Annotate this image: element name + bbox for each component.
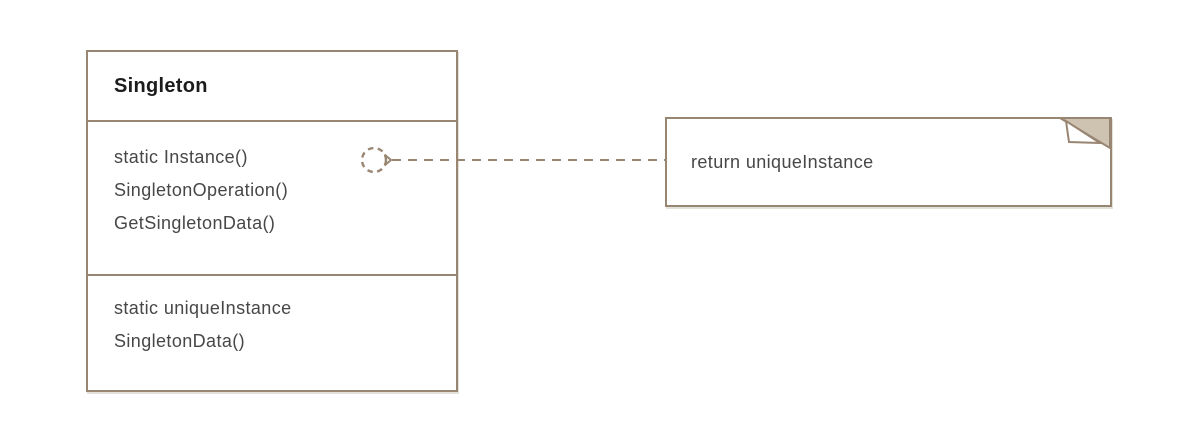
method-item: GetSingletonData() [114,213,276,233]
uml-note-box: return uniqueInstance [665,117,1112,207]
class-attributes-compartment: static uniqueInstance SingletonData() [88,276,456,390]
note-fold-corner-icon [1056,117,1111,150]
attribute-item: SingletonData() [114,331,246,351]
note-connector [360,146,666,174]
attribute-item: static uniqueInstance [114,298,292,318]
fold-flap-shape [1064,118,1104,145]
uml-class-box-singleton: Singleton static Instance() SingletonOpe… [86,50,458,392]
class-name: Singleton [114,74,208,97]
method-item: static Instance() [114,147,248,167]
note-text: return uniqueInstance [691,151,874,172]
class-methods-compartment: static Instance() SingletonOperation() G… [88,122,456,276]
class-title-compartment: Singleton [88,52,456,122]
anchor-dashed-circle-icon [360,146,388,174]
method-item: SingletonOperation() [114,180,289,200]
anchor-arrowhead-icon [383,153,393,167]
